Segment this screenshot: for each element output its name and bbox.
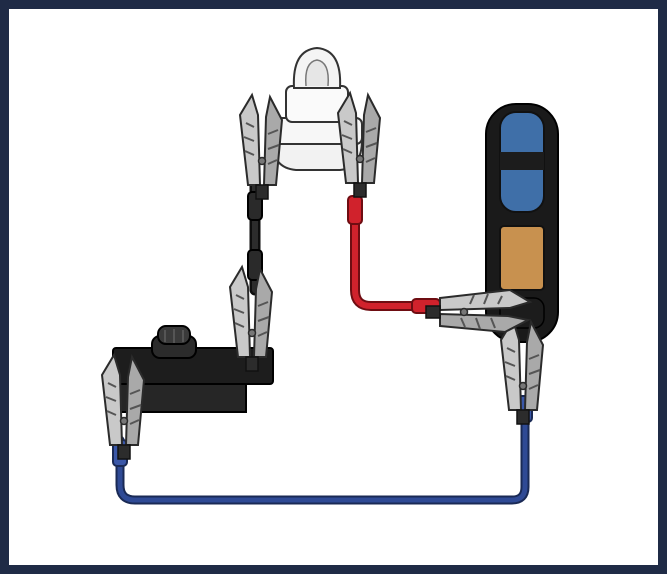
light-bulb-icon [270,46,364,171]
red-wire [347,195,445,314]
